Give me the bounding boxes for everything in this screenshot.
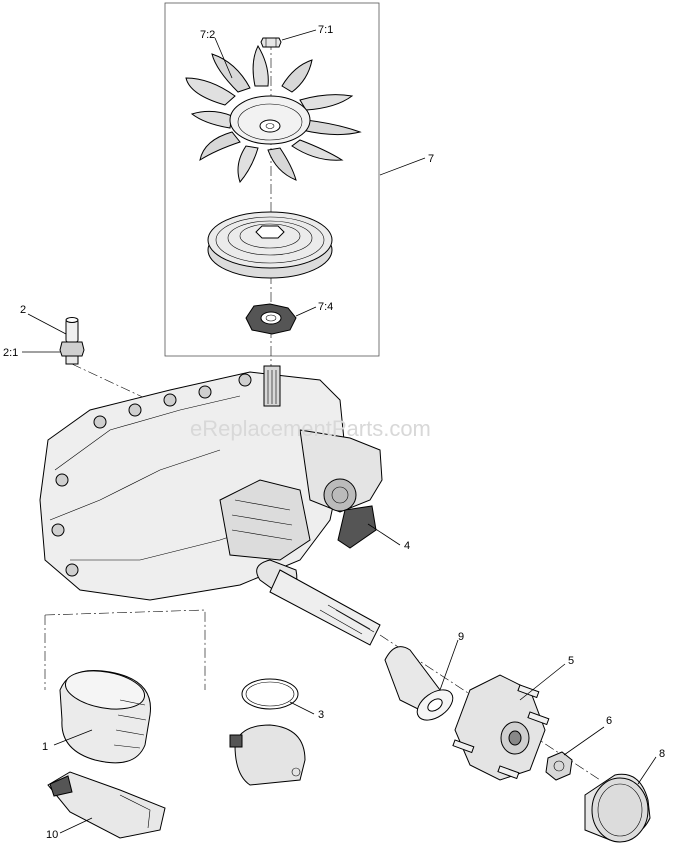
leader-7-1 <box>281 29 317 41</box>
breather-fitting-2 <box>59 317 85 365</box>
callout-7: 7 <box>428 153 434 165</box>
leader-3 <box>289 701 315 715</box>
seal-9 <box>384 646 454 721</box>
o-ring-3 <box>241 678 299 710</box>
callout-6: 6 <box>606 715 612 727</box>
callout-5: 5 <box>568 655 574 667</box>
watermark-text: eReplacementParts.com <box>190 416 431 441</box>
callout-7-2: 7:2 <box>200 29 215 41</box>
leader-10 <box>59 817 93 834</box>
callout-7-4: 7:4 <box>318 301 333 313</box>
leader-7-4 <box>295 306 317 317</box>
axle-shaft <box>256 559 381 646</box>
callout-3: 3 <box>318 709 324 721</box>
callout-7-1: 7:1 <box>318 24 333 36</box>
leader-2 <box>27 313 67 335</box>
leader-4 <box>367 523 401 546</box>
filter-wrench-10 <box>47 771 166 839</box>
kit-7-box <box>164 2 380 357</box>
leader-5 <box>519 663 566 701</box>
wheel-hub-5 <box>452 674 550 781</box>
callout-8: 8 <box>659 748 665 760</box>
callout-9: 9 <box>458 631 464 643</box>
leader-6 <box>563 726 605 756</box>
leader-1 <box>53 729 93 746</box>
oil-filter-1 <box>59 670 151 764</box>
lug-nut-6 <box>545 751 573 781</box>
callout-1: 1 <box>42 741 48 753</box>
callout-4: 4 <box>404 540 410 552</box>
hub-7-4 <box>245 303 297 335</box>
leader-8 <box>637 756 657 785</box>
leader-7 <box>379 157 426 176</box>
leader-7-2 <box>214 37 233 79</box>
hub-cap-8 <box>584 773 651 843</box>
filter-guide-line <box>44 609 206 690</box>
callout-10: 10 <box>46 829 58 841</box>
nut-7-1 <box>260 37 282 48</box>
pulley <box>207 211 333 279</box>
leader-9 <box>439 639 459 691</box>
callout-2: 2 <box>20 304 26 316</box>
fan-7-2 <box>185 44 362 183</box>
transaxle-housing <box>39 365 383 601</box>
callout-2-1: 2:1 <box>3 347 18 359</box>
filter-cover <box>229 724 306 786</box>
